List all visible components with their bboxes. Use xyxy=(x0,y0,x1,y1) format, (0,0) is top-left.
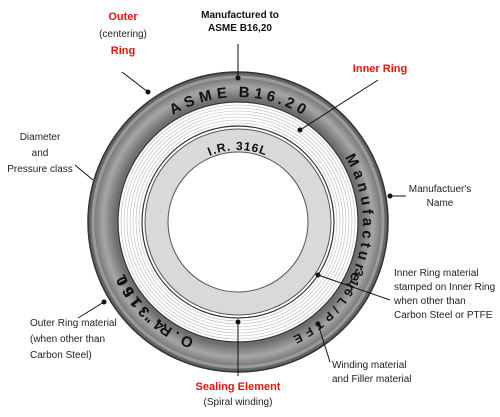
label-diameter: Diameter and Pressure class xyxy=(7,132,73,175)
label-inner-ring-material: Inner Ring material stamped on Inner Rin… xyxy=(393,268,495,321)
label-inner-ring: Inner Ring xyxy=(353,63,407,75)
leader-lines xyxy=(74,44,406,376)
svg-text:Name: Name xyxy=(427,198,454,209)
svg-text:and: and xyxy=(32,148,49,159)
svg-text:Manufactuer's: Manufactuer's xyxy=(409,184,472,195)
svg-text:Inner Ring: Inner Ring xyxy=(353,63,407,75)
svg-text:stamped on Inner Ring: stamped on Inner Ring xyxy=(394,282,495,293)
svg-text:Inner Ring material: Inner Ring material xyxy=(394,268,478,279)
label-winding-material: Winding material and Filler material xyxy=(332,360,411,385)
svg-text:ASME B16,20: ASME B16,20 xyxy=(208,23,272,34)
svg-text:(Spiral winding): (Spiral winding) xyxy=(204,397,273,408)
svg-text:Outer: Outer xyxy=(108,11,138,23)
label-outer-ring: Outer (centering) Ring xyxy=(99,11,147,57)
label-manufacturer-name: Manufactuer's Name xyxy=(409,184,472,209)
svg-text:Carbon Steel or PTFE: Carbon Steel or PTFE xyxy=(394,310,493,321)
stamp-inner-ring: I.R. 316L xyxy=(206,139,271,159)
label-outer-ring-material: Outer Ring material (when other than Car… xyxy=(30,318,117,361)
svg-text:Sealing Element: Sealing Element xyxy=(196,381,281,393)
label-sealing-element: Sealing Element (Spiral winding) xyxy=(196,381,281,408)
svg-text:Outer Ring material: Outer Ring material xyxy=(30,318,117,329)
svg-text:and Filler material: and Filler material xyxy=(332,374,411,385)
svg-text:Diameter: Diameter xyxy=(20,132,61,143)
svg-text:(centering): (centering) xyxy=(99,29,147,40)
svg-text:Carbon Steel): Carbon Steel) xyxy=(30,350,92,361)
svg-text:Ring: Ring xyxy=(111,45,135,57)
label-manufactured-to: Manufactured to ASME B16,20 xyxy=(201,10,279,34)
svg-text:Winding material: Winding material xyxy=(332,360,406,371)
svg-text:(when other than: (when other than xyxy=(30,334,105,345)
svg-text:when other than: when other than xyxy=(393,296,466,307)
svg-text:Manufactured to: Manufactured to xyxy=(201,10,279,21)
inner-ring xyxy=(144,128,332,316)
svg-text:Pressure class: Pressure class xyxy=(7,164,73,175)
